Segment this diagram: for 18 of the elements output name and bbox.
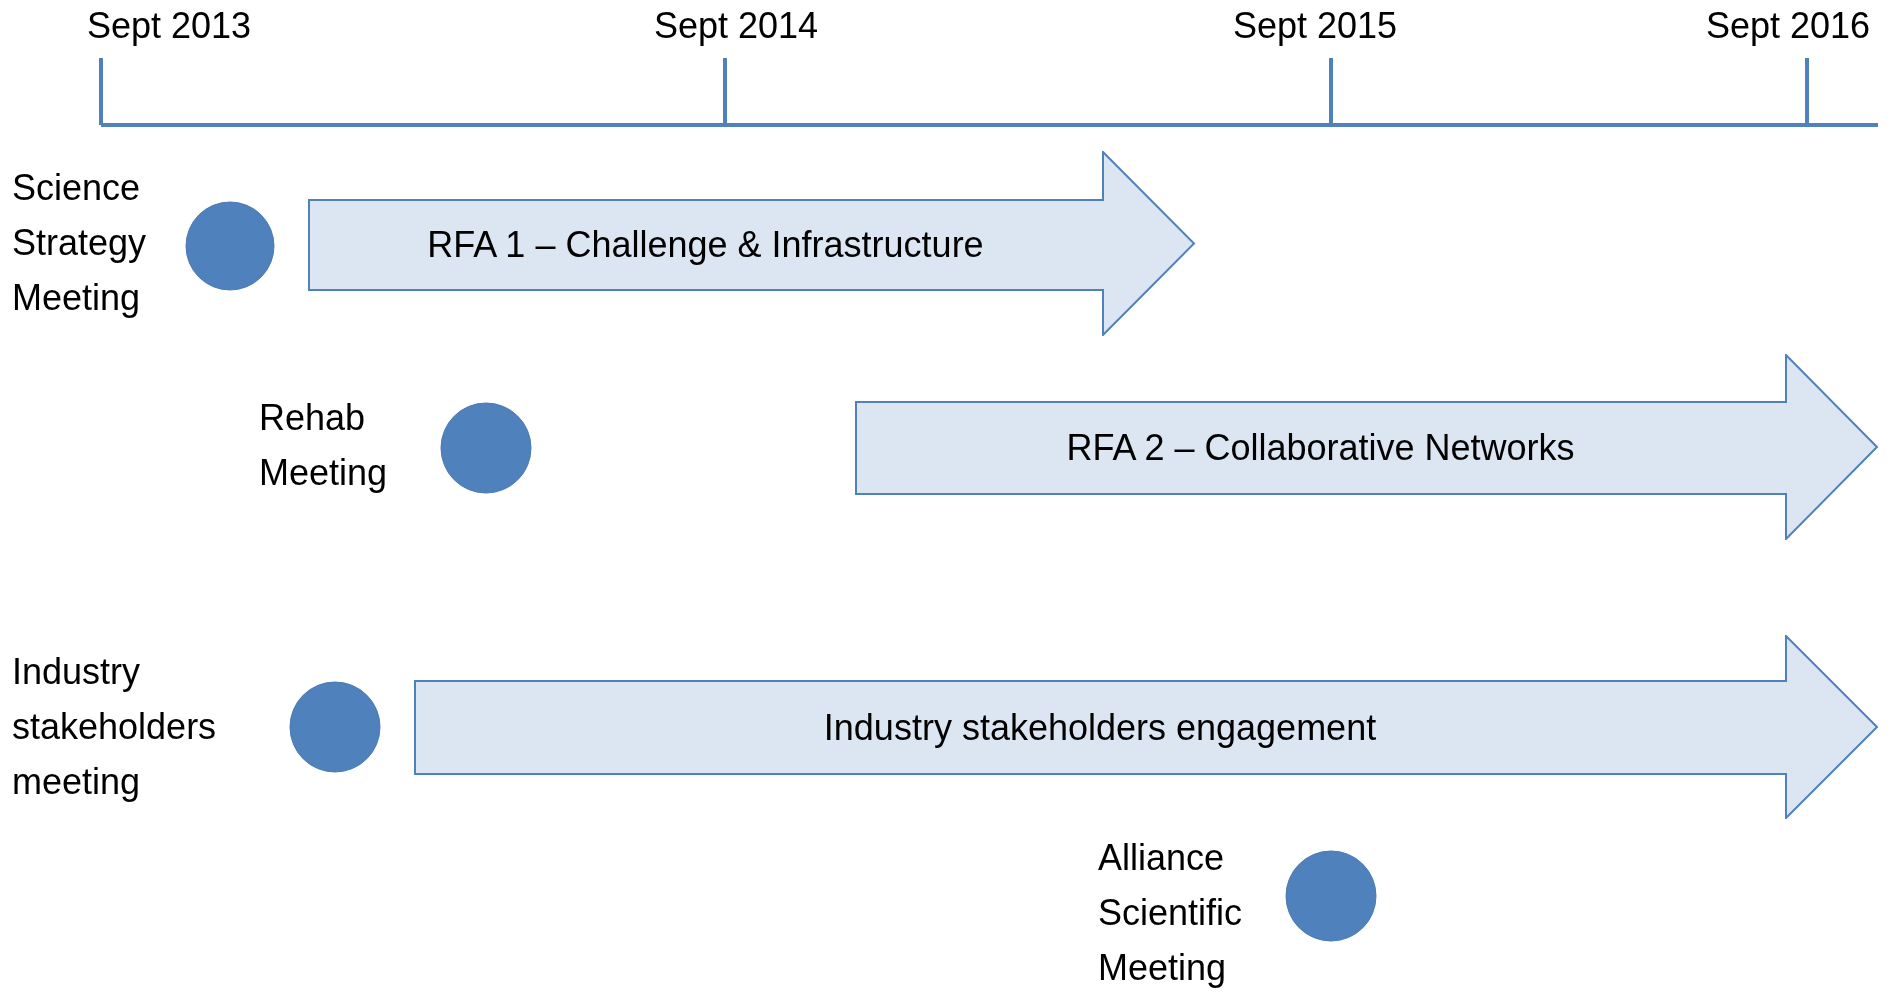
date-label: Sept 2015 <box>1232 4 1398 48</box>
date-label: Sept 2016 <box>1705 4 1871 48</box>
phase-label: RFA 2 – Collaborative Networks <box>1065 426 1576 470</box>
phase-bar <box>855 354 1879 540</box>
date-label: Sept 2014 <box>653 4 819 48</box>
milestone-circle <box>288 680 382 774</box>
milestone-circle <box>1284 849 1378 943</box>
date-label: Sept 2013 <box>86 4 252 48</box>
milestone-circle <box>439 401 533 495</box>
phase-bar <box>308 151 1196 336</box>
meeting-label: Rehab Meeting <box>259 396 389 495</box>
phase-bar <box>414 635 1879 819</box>
meeting-label: Industry stakeholders meeting <box>12 650 218 804</box>
phase-label: RFA 1 – Challenge & Infrastructure <box>426 223 985 267</box>
phase-label: Industry stakeholders engagement <box>822 705 1378 750</box>
meeting-label: Science Strategy Meeting <box>12 166 148 320</box>
milestone-circle <box>184 200 276 292</box>
meeting-label: Alliance Scientific Meeting <box>1098 836 1244 990</box>
